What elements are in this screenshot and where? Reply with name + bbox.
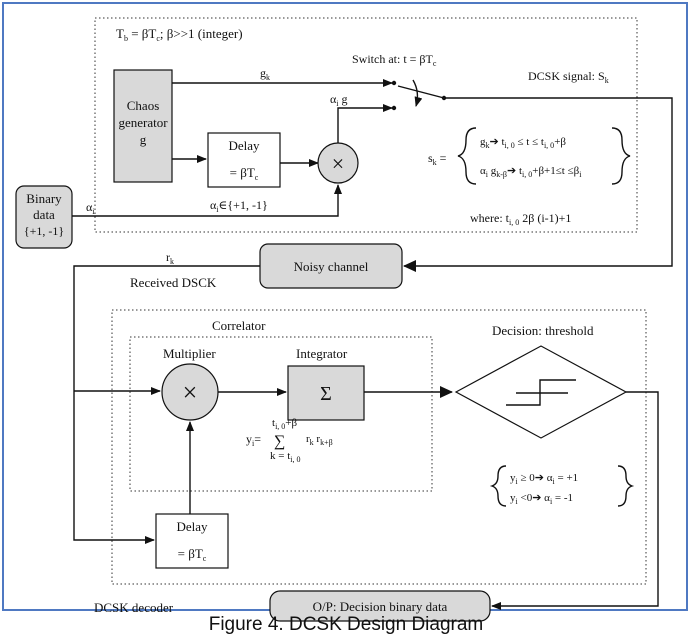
output-binary-data-label: O/P: Decision binary data <box>313 599 448 614</box>
svg-text:αi gk-β➔ ti, 0+β+1≤t ≤βi: αi gk-β➔ ti, 0+β+1≤t ≤βi <box>480 165 582 179</box>
wire-alpha-in <box>72 184 342 217</box>
svg-text:∑: ∑ <box>274 433 285 450</box>
received-dcsk-label: Received DSCK <box>130 275 217 290</box>
timing-note: Tb = βTc; β>>1 (integer) <box>116 26 243 43</box>
encoder-region <box>94 17 638 233</box>
dcsk-decoder-label: DCSK decoder <box>94 600 174 615</box>
threshold-symbol <box>506 379 576 406</box>
encoder-delay-label: Delay <box>228 138 260 153</box>
switch-label: Switch at: t = βTc <box>352 52 437 68</box>
wire-mixer-to-switch <box>337 104 393 143</box>
decoder-multiply-symbol: × <box>183 378 198 407</box>
encoder-delay-value: = βTc <box>230 165 259 182</box>
signal-gk-label: gk <box>260 66 270 82</box>
svg-text:yi ≥ 0➔ αi = +1: yi ≥ 0➔ αi = +1 <box>510 472 578 486</box>
switch-contact-2 <box>391 105 397 111</box>
decoder-delay-value: = βTc <box>178 546 207 563</box>
binary-data-label-2: data <box>33 207 55 222</box>
integrator-block[interactable] <box>287 365 365 421</box>
svg-text:yi=: yi= <box>246 432 261 448</box>
svg-text:k = ti, 0: k = ti, 0 <box>270 450 301 464</box>
svg-text:gk➔ ti, 0 ≤ t ≤ ti, 0+β: gk➔ ti, 0 ≤ t ≤ ti, 0+β <box>480 136 566 150</box>
chaos-generator-label-1: Chaos <box>127 98 160 113</box>
sigma-symbol: Σ <box>320 383 332 405</box>
decision-rules: yi ≥ 0➔ αi = +1 yi <0➔ αi = -1 <box>489 465 635 507</box>
decision-threshold-block[interactable] <box>454 345 628 439</box>
binary-data-label-3: {+1, -1} <box>24 224 64 238</box>
encoder-multiply-symbol: × <box>332 151 344 176</box>
output-binary-data-block[interactable] <box>269 590 491 622</box>
figure-caption: Figure 4. DCSK Design Diagram <box>208 614 484 635</box>
chaos-generator-label-2: generator <box>118 115 168 130</box>
encoder-delay-block[interactable] <box>207 132 281 188</box>
correlator-label: Correlator <box>212 318 266 333</box>
integrator-label: Integrator <box>296 346 348 361</box>
wire-received <box>73 265 260 544</box>
signal-alpha-g-label: αi g <box>330 92 348 108</box>
svg-text:yi <0➔ αi = -1: yi <0➔ αi = -1 <box>510 492 573 506</box>
wire-decision-out <box>491 391 659 610</box>
wire-dcsk-out <box>403 97 673 272</box>
yi-formula: yi= ti, 0+β ∑ k = ti, 0 rk rk+β <box>246 417 333 464</box>
chaos-generator-label-3: g <box>140 132 147 147</box>
switch-contact-1 <box>391 80 397 86</box>
svg-text:rk rk+β: rk rk+β <box>306 433 333 447</box>
dcsk-output-label: DCSK signal: Sk <box>528 69 609 85</box>
multiplier-label: Multiplier <box>163 346 216 361</box>
where-note: where: ti, 0 2β (i-1)+1 <box>470 211 571 227</box>
noisy-channel-label: Noisy channel <box>294 259 369 274</box>
alpha-set-label: αi∈{+1, -1} <box>210 198 268 214</box>
chaos-generator-block[interactable] <box>113 69 173 183</box>
svg-text:sk =: sk = <box>428 151 447 167</box>
decision-label: Decision: threshold <box>492 323 594 338</box>
encoder-multiplier[interactable] <box>317 142 359 184</box>
decoder-delay-label: Delay <box>176 519 208 534</box>
switch-arc <box>412 79 423 107</box>
binary-data-label-1: Binary <box>26 191 62 206</box>
svg-text:ti, 0+β: ti, 0+β <box>272 417 298 431</box>
rx-signal-label: rk <box>166 250 174 266</box>
decoder-delay-block[interactable] <box>155 513 229 569</box>
sk-formula: sk = gk➔ ti, 0 ≤ t ≤ ti, 0+β αi gk-β➔ ti… <box>428 127 631 185</box>
switch-arm[interactable] <box>397 85 445 99</box>
binary-data-block[interactable] <box>15 185 73 249</box>
alpha-input-label: αi <box>86 200 95 216</box>
